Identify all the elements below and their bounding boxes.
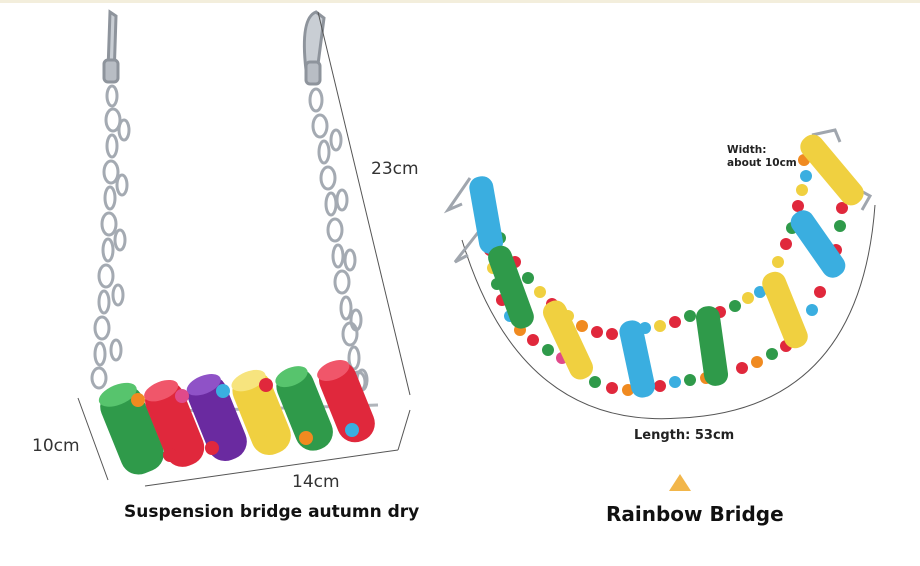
right-chain <box>308 87 369 394</box>
top-border <box>0 0 920 3</box>
length-arc <box>461 204 876 420</box>
right-product-caption: Rainbow Bridge <box>606 502 784 526</box>
width-dimension-label: 14cm <box>292 472 340 492</box>
rainbow-perches <box>469 134 864 398</box>
left-product-caption: Suspension bridge autumn dry <box>124 502 420 522</box>
height-dimension-label: 23cm <box>371 159 419 179</box>
depth-dimension-label: 10cm <box>32 436 80 456</box>
left-hook <box>102 9 120 84</box>
left-chain <box>90 84 131 390</box>
rainbow-length-label: Length: 53cm <box>634 428 735 443</box>
left-perches <box>98 359 375 475</box>
rainbow-width-label-line1: Width: <box>727 144 767 156</box>
right-hook <box>302 10 326 86</box>
rainbow-bead-strands <box>484 154 848 396</box>
rainbow-width-label-line2: about 10cm <box>727 157 797 169</box>
triangle-marker-icon <box>669 474 691 491</box>
left-dimension-lines <box>77 11 411 487</box>
